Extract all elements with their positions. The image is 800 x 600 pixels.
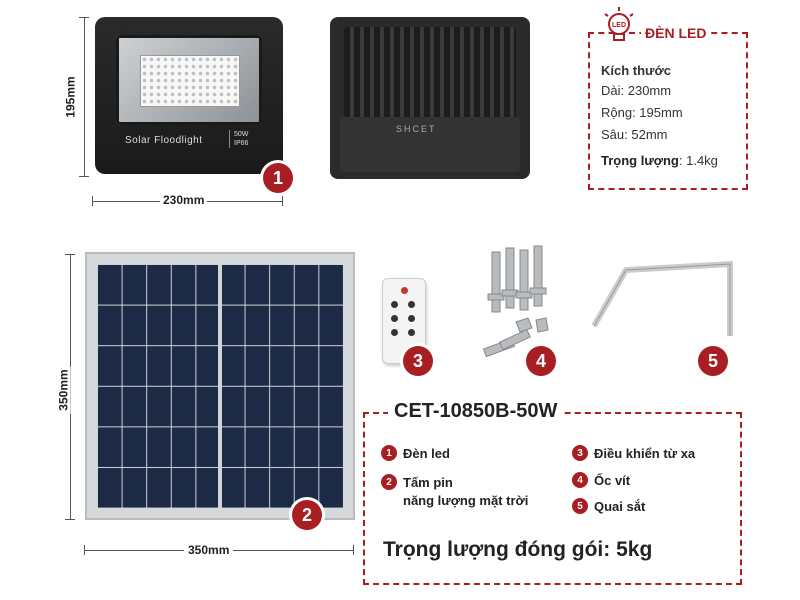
panel-height-tick-top <box>65 254 75 255</box>
led-bulb-icon: LED <box>604 7 634 41</box>
floodlight-heatsink <box>344 27 516 119</box>
screws-image <box>482 245 549 358</box>
floodlight-reflector <box>116 35 262 125</box>
led-size-heading: Kích thước <box>601 63 671 78</box>
fl-width-tick-right <box>282 196 283 206</box>
badge-2: 2 <box>292 500 322 530</box>
fl-width-tick-left <box>92 196 93 206</box>
list-item-3-label: Điều khiển từ xa <box>594 446 696 461</box>
led-depth: Sâu: 52mm <box>601 127 668 142</box>
list-item-4: 4 Ốc vít <box>572 472 630 490</box>
list-item-3: 3 Điều khiển từ xa <box>572 445 695 463</box>
badge-3: 3 <box>403 346 433 376</box>
floodlight-spec: 50W IP66 <box>229 130 248 148</box>
list-item-4-badge: 4 <box>572 472 588 488</box>
fl-height-line <box>84 17 85 177</box>
led-weight: Trọng lượng: 1.4kg <box>601 153 718 168</box>
panel-width-label: 350mm <box>184 543 234 557</box>
floodlight-spec-ip: IP66 <box>234 140 249 147</box>
list-item-1-label: Đèn led <box>403 446 450 461</box>
badge-1: 1 <box>263 163 293 193</box>
list-item-5-label: Quai sắt <box>594 499 646 514</box>
panel-width-tick-right <box>353 545 354 555</box>
list-item-2: 2 Tấm pin năng lượng mặt trời <box>381 474 528 510</box>
floodlight-front-image: Solar Floodlight 50W IP66 <box>95 17 283 174</box>
list-item-2-label: Tấm pin năng lượng mặt trời <box>403 475 529 508</box>
list-item-1-badge: 1 <box>381 445 397 461</box>
list-item-5-badge: 5 <box>572 498 588 514</box>
package-weight: Trọng lượng đóng gói: 5kg <box>383 538 653 561</box>
badge-5: 5 <box>698 346 728 376</box>
led-width: Rộng: 195mm <box>601 105 683 120</box>
list-item-2-badge: 2 <box>381 474 397 490</box>
floodlight-back-plate <box>340 117 520 172</box>
floodlight-back-brand: SHCET <box>396 124 437 134</box>
panel-width-tick-left <box>84 545 85 555</box>
badge-4: 4 <box>526 346 556 376</box>
list-item-2-label2: năng lượng mặt trời <box>403 493 529 508</box>
led-bulb-icon-text: LED <box>612 22 626 29</box>
floodlight-back-image: SHCET <box>330 17 530 179</box>
solar-panel-image <box>85 252 355 520</box>
list-item-4-label: Ốc vít <box>594 473 631 488</box>
bracket-image <box>591 260 733 336</box>
fl-width-label: 230mm <box>160 193 208 207</box>
floodlight-brand-text: Solar Floodlight <box>125 135 203 146</box>
floodlight-spec-watt: 50W <box>234 131 249 138</box>
floodlight-led-array <box>140 55 240 107</box>
fl-height-label: 195mm <box>63 76 78 118</box>
solar-panel-cells <box>97 264 343 508</box>
fl-height-tick-bottom <box>79 176 89 177</box>
list-item-5: 5 Quai sắt <box>572 498 645 516</box>
led-info-title: ĐÈN LED <box>641 25 711 41</box>
panel-height-tick-bottom <box>65 519 75 520</box>
led-length: Dài: 230mm <box>601 83 672 98</box>
fl-height-tick-top <box>79 17 89 18</box>
product-model: CET-10850B-50W <box>388 400 564 423</box>
panel-height-label: 350mm <box>56 366 71 414</box>
list-item-3-badge: 3 <box>572 445 588 461</box>
list-item-1: 1 Đèn led <box>381 445 450 463</box>
